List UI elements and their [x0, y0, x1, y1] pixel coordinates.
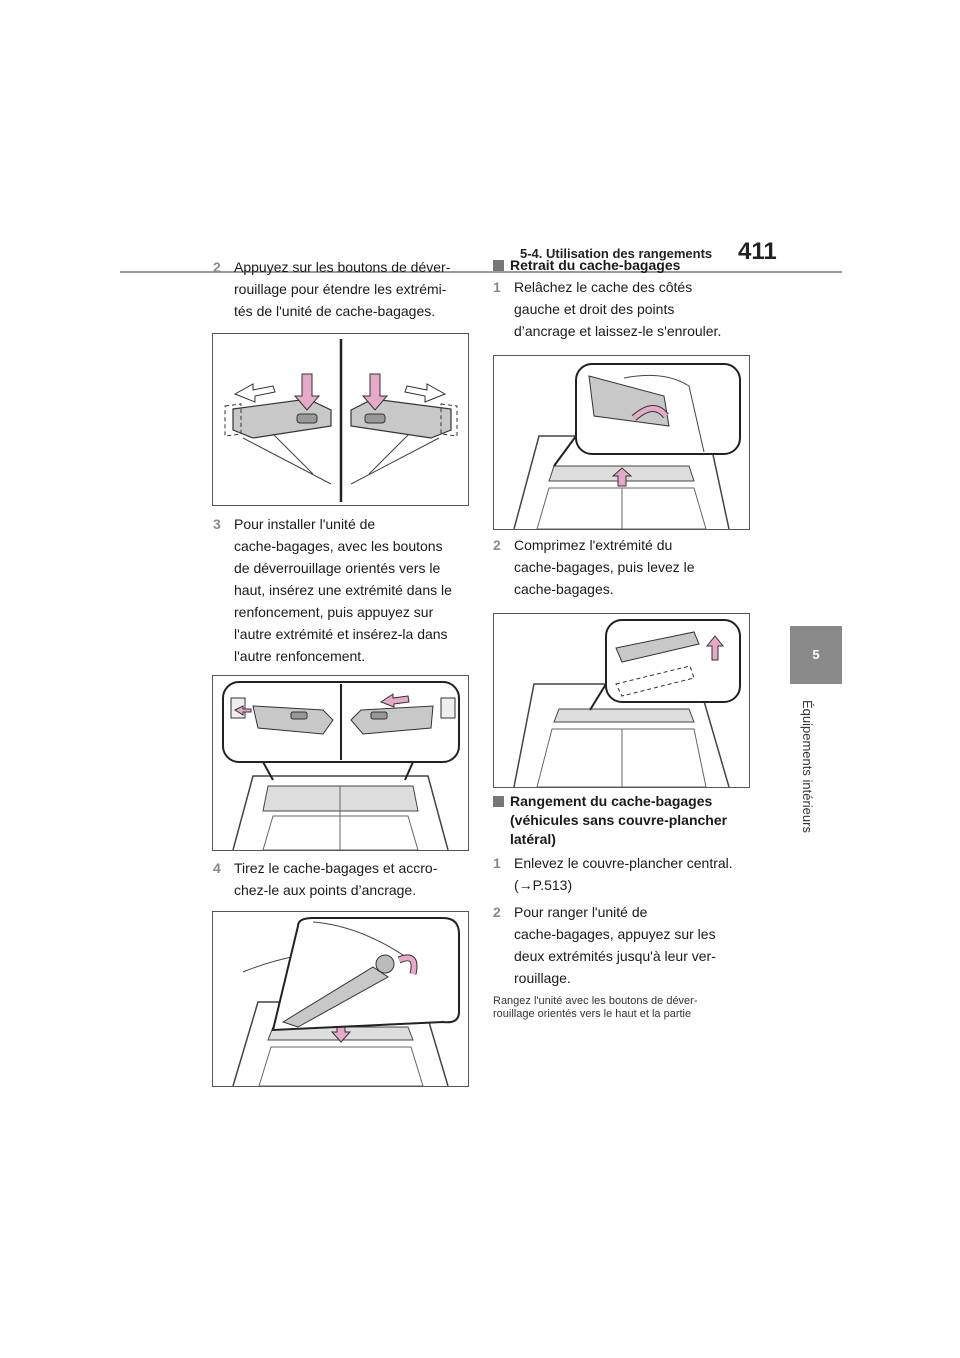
step-line: l'autre renfoncement.	[234, 648, 366, 664]
step-line: de déverrouillage orientés vers le	[234, 560, 441, 576]
step-line: cache-bagages.	[514, 581, 614, 597]
step-line: cache-bagages, appuyez sur les	[514, 926, 716, 942]
figure-hook-anchor-illustration	[232, 917, 460, 1086]
step-number: 1	[493, 279, 501, 295]
step-line: rouillage.	[514, 970, 571, 986]
step-line: Enlevez le couvre-plancher central.	[514, 855, 733, 871]
step-line: cache-bagages, puis levez le	[514, 559, 695, 575]
figure-release-cover-illustration	[513, 363, 741, 529]
step-number: 2	[493, 904, 501, 920]
bullet-square-icon	[493, 260, 504, 271]
rangement-step-2: 2 Pour ranger l'unité de cache-bagages, …	[493, 901, 753, 989]
heading-retrait: Retrait du cache-bagages	[493, 256, 753, 275]
step-number: 1	[493, 855, 501, 871]
step-2-extend: 2 Appuyez sur les boutons de déver- roui…	[213, 256, 473, 322]
step-line: haut, insérez une extrémité dans le	[234, 582, 452, 598]
note-line: rouillage orientés vers le haut et la pa…	[493, 1008, 692, 1020]
step-line: Comprimez l'extrémité du	[514, 537, 673, 553]
retrait-step-1: 1 Relâchez le cache des côtés gauche et …	[493, 276, 753, 342]
step-4-hook: 4 Tirez le cache-bagages et accro- chez-…	[213, 857, 473, 901]
step-line: l'autre extrémité et insérez-la dans	[234, 626, 448, 642]
figure-release-cover	[493, 355, 750, 530]
step-line: d’ancrage et laissez-le s'enrouler.	[514, 323, 722, 339]
figure-install-unit	[212, 675, 469, 851]
figure-extend-ends	[212, 333, 469, 506]
step-line: tés de l'unité de cache-bagages.	[234, 303, 436, 319]
step-line: Pour installer l'unité de	[234, 516, 376, 532]
page-number: 411	[738, 238, 777, 265]
heading-text: Rangement du cache-bagages	[510, 793, 713, 809]
step-line: gauche et droit des points	[514, 301, 675, 317]
rangement-step-1: 1 Enlevez le couvre-plancher central. (→…	[493, 852, 758, 896]
step-number: 2	[213, 259, 221, 275]
header-rule	[120, 271, 842, 273]
figure-hook-anchor	[212, 911, 469, 1087]
figure-install-unit-illustration	[222, 681, 460, 850]
figure-extend-ends-illustration	[224, 339, 458, 502]
section-title: 5-4. Utilisation des rangements	[520, 246, 713, 261]
step-number: 4	[213, 860, 221, 876]
chapter-title: Équipements intérieurs	[800, 700, 815, 833]
step-3-install: 3 Pour installer l'unité de cache-bagage…	[213, 513, 473, 667]
step-line: cache-bagages, avec les boutons	[234, 538, 443, 554]
step-line: Appuyez sur les boutons de déver-	[234, 259, 451, 275]
heading-text: Retrait du cache-bagages	[510, 257, 681, 273]
retrait-step-2: 2 Comprimez l'extrémité du cache-bagages…	[493, 534, 753, 600]
figure-lift-cover-illustration	[513, 619, 741, 787]
step-line: deux extrémités jusqu'à leur ver-	[514, 948, 716, 964]
heading-rangement: Rangement du cache-bagages (véhicules sa…	[493, 792, 753, 849]
heading-text: latéral)	[510, 831, 556, 847]
step-line: rouillage pour étendre les extrémi-	[234, 281, 447, 297]
note-line: Rangez l'unité avec les boutons de déver…	[493, 995, 698, 1007]
step-line: chez-le aux points d’ancrage.	[234, 882, 417, 898]
figure-lift-cover	[493, 613, 750, 788]
step-line: Pour ranger l'unité de	[514, 904, 648, 920]
step-line: renfoncement, puis appuyez sur	[234, 604, 434, 620]
chapter-side-label: Équipements intérieurs	[760, 700, 870, 850]
step-line: Tirez le cache-bagages et accro-	[234, 860, 438, 876]
bullet-square-icon	[493, 796, 504, 807]
heading-text: (véhicules sans couvre-plancher	[510, 812, 728, 828]
step-line: Relâchez le cache des côtés	[514, 279, 693, 295]
page-reference-link[interactable]: (→P.513)	[514, 877, 573, 893]
chapter-tab[interactable]: 5	[790, 626, 842, 684]
step-number: 2	[493, 537, 501, 553]
step-number: 3	[213, 516, 221, 532]
storage-note: Rangez l'unité avec les boutons de déver…	[493, 995, 758, 1021]
